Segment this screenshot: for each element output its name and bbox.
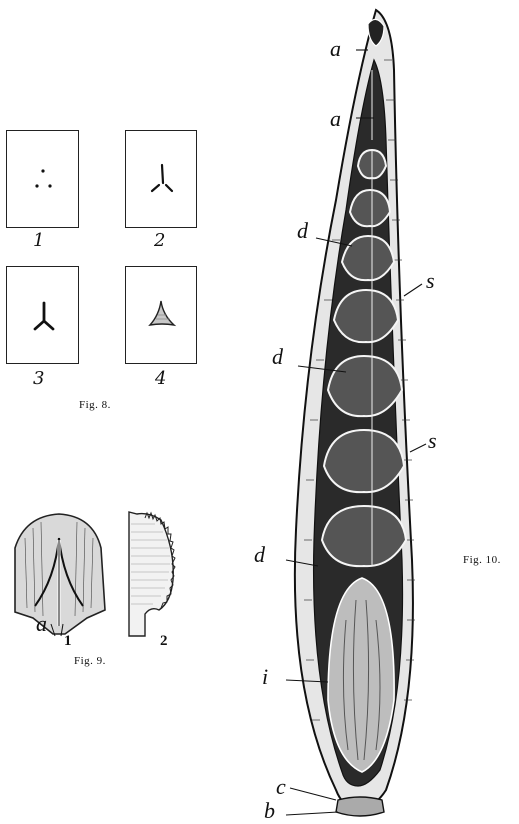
- fig9-part2-drawing: [125, 510, 185, 640]
- fig10-pod-drawing: [276, 0, 446, 824]
- fig9-part1-number: 1: [64, 633, 72, 650]
- fig8-panel-4: [125, 266, 197, 364]
- fig9-label-a: a: [36, 611, 47, 637]
- fig9-part1-drawing: [5, 508, 115, 638]
- filled-triangle-icon: [126, 267, 198, 365]
- fig10-label-s-lower: s: [428, 428, 437, 454]
- fig10-label-b: b: [264, 798, 275, 824]
- fig10-label-d-upper: d: [297, 218, 308, 244]
- fig10-label-d-middle: d: [272, 344, 283, 370]
- fig8-panel-3: [6, 266, 79, 364]
- fig10-label-a-top: a: [330, 36, 341, 62]
- fig8-panel-2: [125, 130, 197, 228]
- fig8-number-4: 4: [155, 368, 166, 389]
- fig9-part2-number: 2: [160, 633, 168, 650]
- fig10-caption: Fig. 10.: [463, 554, 501, 566]
- y-junction-icon: [7, 267, 80, 365]
- three-strokes-icon: [126, 131, 198, 229]
- fig8-panel-1: [6, 130, 79, 228]
- fig8-caption: Fig. 8.: [79, 399, 111, 411]
- fig10-label-s-upper: s: [426, 268, 435, 294]
- fig10-label-a-inner: a: [330, 106, 341, 132]
- fig10-label-d-lower: d: [254, 542, 265, 568]
- fig8-number-1: 1: [33, 230, 44, 251]
- fig10-label-c: c: [276, 774, 286, 800]
- fig8-number-3: 3: [33, 368, 44, 389]
- fig8-number-2: 2: [154, 230, 165, 251]
- fig9-caption: Fig. 9.: [74, 655, 106, 667]
- fig10-label-i: i: [262, 664, 268, 690]
- three-dots-icon: [7, 131, 80, 229]
